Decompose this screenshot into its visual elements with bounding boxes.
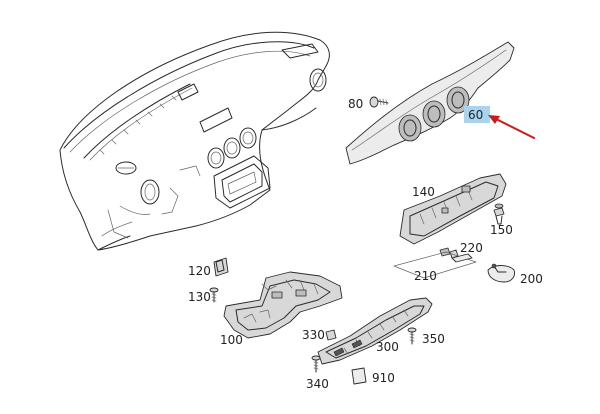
part-60-vent-trim bbox=[345, 41, 515, 165]
callout-60: 60 bbox=[468, 108, 483, 122]
part-350-screw bbox=[407, 327, 417, 345]
callout-910: 910 bbox=[372, 371, 395, 385]
part-200-cover bbox=[487, 263, 515, 283]
pointer-arrow bbox=[488, 115, 535, 139]
callout-60-highlight bbox=[464, 106, 490, 123]
callout-200: 200 bbox=[520, 272, 543, 286]
callout-300: 300 bbox=[376, 340, 399, 354]
part-140-bracket bbox=[399, 173, 507, 245]
callout-80: 80 bbox=[348, 97, 363, 111]
dashboard-assembly bbox=[59, 31, 330, 251]
callout-330: 330 bbox=[302, 328, 325, 342]
part-340-screw bbox=[311, 355, 321, 373]
callout-120: 120 bbox=[188, 264, 211, 278]
part-150-clip bbox=[493, 203, 505, 225]
part-210-switch bbox=[393, 251, 477, 279]
part-910-clip bbox=[351, 367, 367, 385]
callout-150: 150 bbox=[490, 223, 513, 237]
part-300-console-frame bbox=[317, 297, 433, 365]
part-100-lower-bracket bbox=[223, 271, 343, 339]
callout-130: 130 bbox=[188, 290, 211, 304]
callout-210: 210 bbox=[414, 269, 437, 283]
part-330-clip bbox=[325, 329, 337, 341]
callout-350: 350 bbox=[422, 332, 445, 346]
part-80-screw bbox=[369, 96, 389, 108]
callout-340: 340 bbox=[306, 377, 329, 391]
callout-140: 140 bbox=[412, 185, 435, 199]
part-130-screw bbox=[209, 287, 219, 303]
callout-100: 100 bbox=[220, 333, 243, 347]
part-120-bracket bbox=[213, 257, 229, 277]
callout-220: 220 bbox=[460, 241, 483, 255]
